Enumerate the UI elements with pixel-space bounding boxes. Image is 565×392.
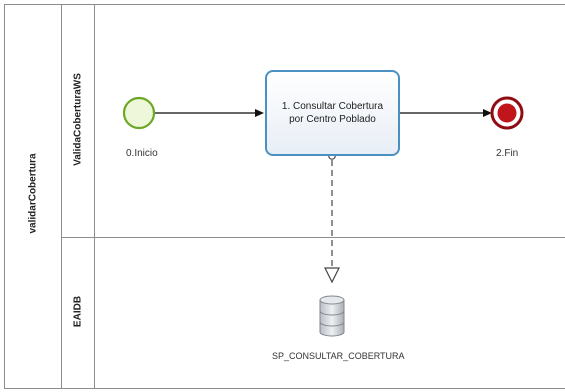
sequence-flow-start-to-task (154, 109, 264, 117)
lane-header-eaidb: EAIDB (62, 238, 95, 389)
sequence-flow-task-to-end (400, 109, 492, 117)
end-event-icon[interactable] (490, 96, 524, 130)
lane-header-validacoberturaws: ValidaCoberturaWS (62, 4, 95, 238)
start-event-label: 0.Inicio (126, 148, 158, 159)
data-store-icon[interactable] (319, 295, 345, 337)
start-event-icon[interactable] (122, 96, 156, 130)
task-label-line1: 1. Consultar Cobertura (281, 100, 384, 112)
data-store-label: SP_CONSULTAR_COBERTURA (272, 351, 405, 361)
data-association (324, 152, 340, 284)
pool (4, 4, 565, 389)
end-event-label: 2.Fin (496, 148, 519, 159)
lane-divider (95, 237, 565, 238)
task-consultar-cobertura[interactable]: 1. Consultar Cobertura por Centro Poblad… (265, 70, 400, 156)
pool-header: validarCobertura (4, 4, 62, 389)
task-label-line2: por Centro Poblado (289, 114, 376, 125)
